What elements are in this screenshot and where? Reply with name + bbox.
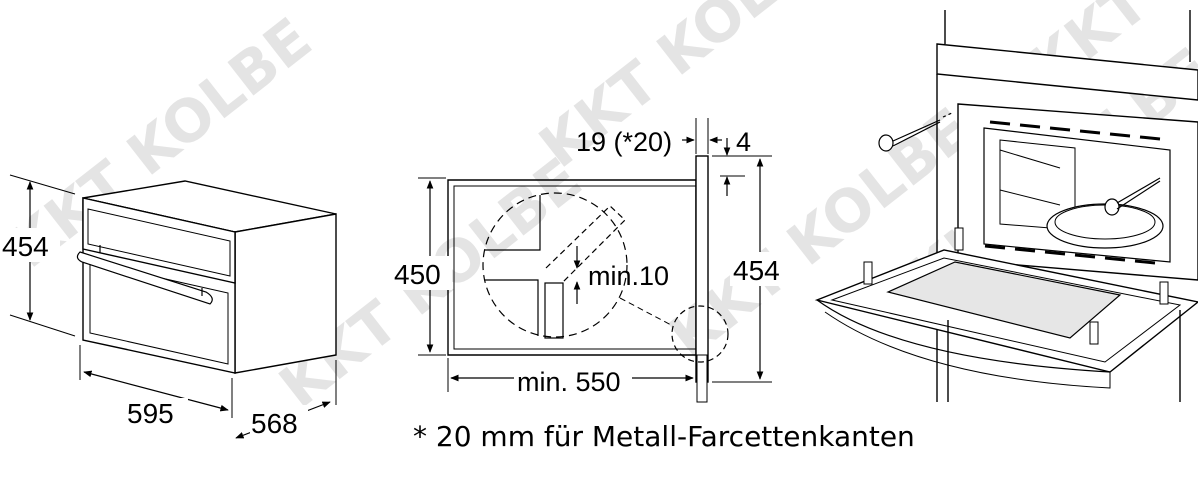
section-dimensions: 450 454 19 (*20) 4 min.10 min. 550 [392,118,790,397]
device-height-label: 454 [733,255,780,286]
vent-gap-label: min.10 [588,261,669,291]
oven-isometric-view [76,180,337,374]
front-thickness-label: 19 (*20) [576,127,672,157]
oven-width-label: 595 [127,398,174,429]
footnote-text: * 20 mm für Metall-Farcettenkanten [413,420,915,453]
niche-height-label: 450 [394,259,441,290]
oven-depth-label: 568 [251,408,298,439]
niche-depth-label: min. 550 [517,367,621,397]
installation-perspective-view [814,10,1198,402]
oven-dimensions: 454 595 568 [0,174,337,439]
gap-label: 4 [736,127,751,157]
screw-icon [878,112,953,152]
screw-icon [1104,177,1161,216]
oven-height-label: 454 [2,231,49,262]
section-view [447,155,729,403]
